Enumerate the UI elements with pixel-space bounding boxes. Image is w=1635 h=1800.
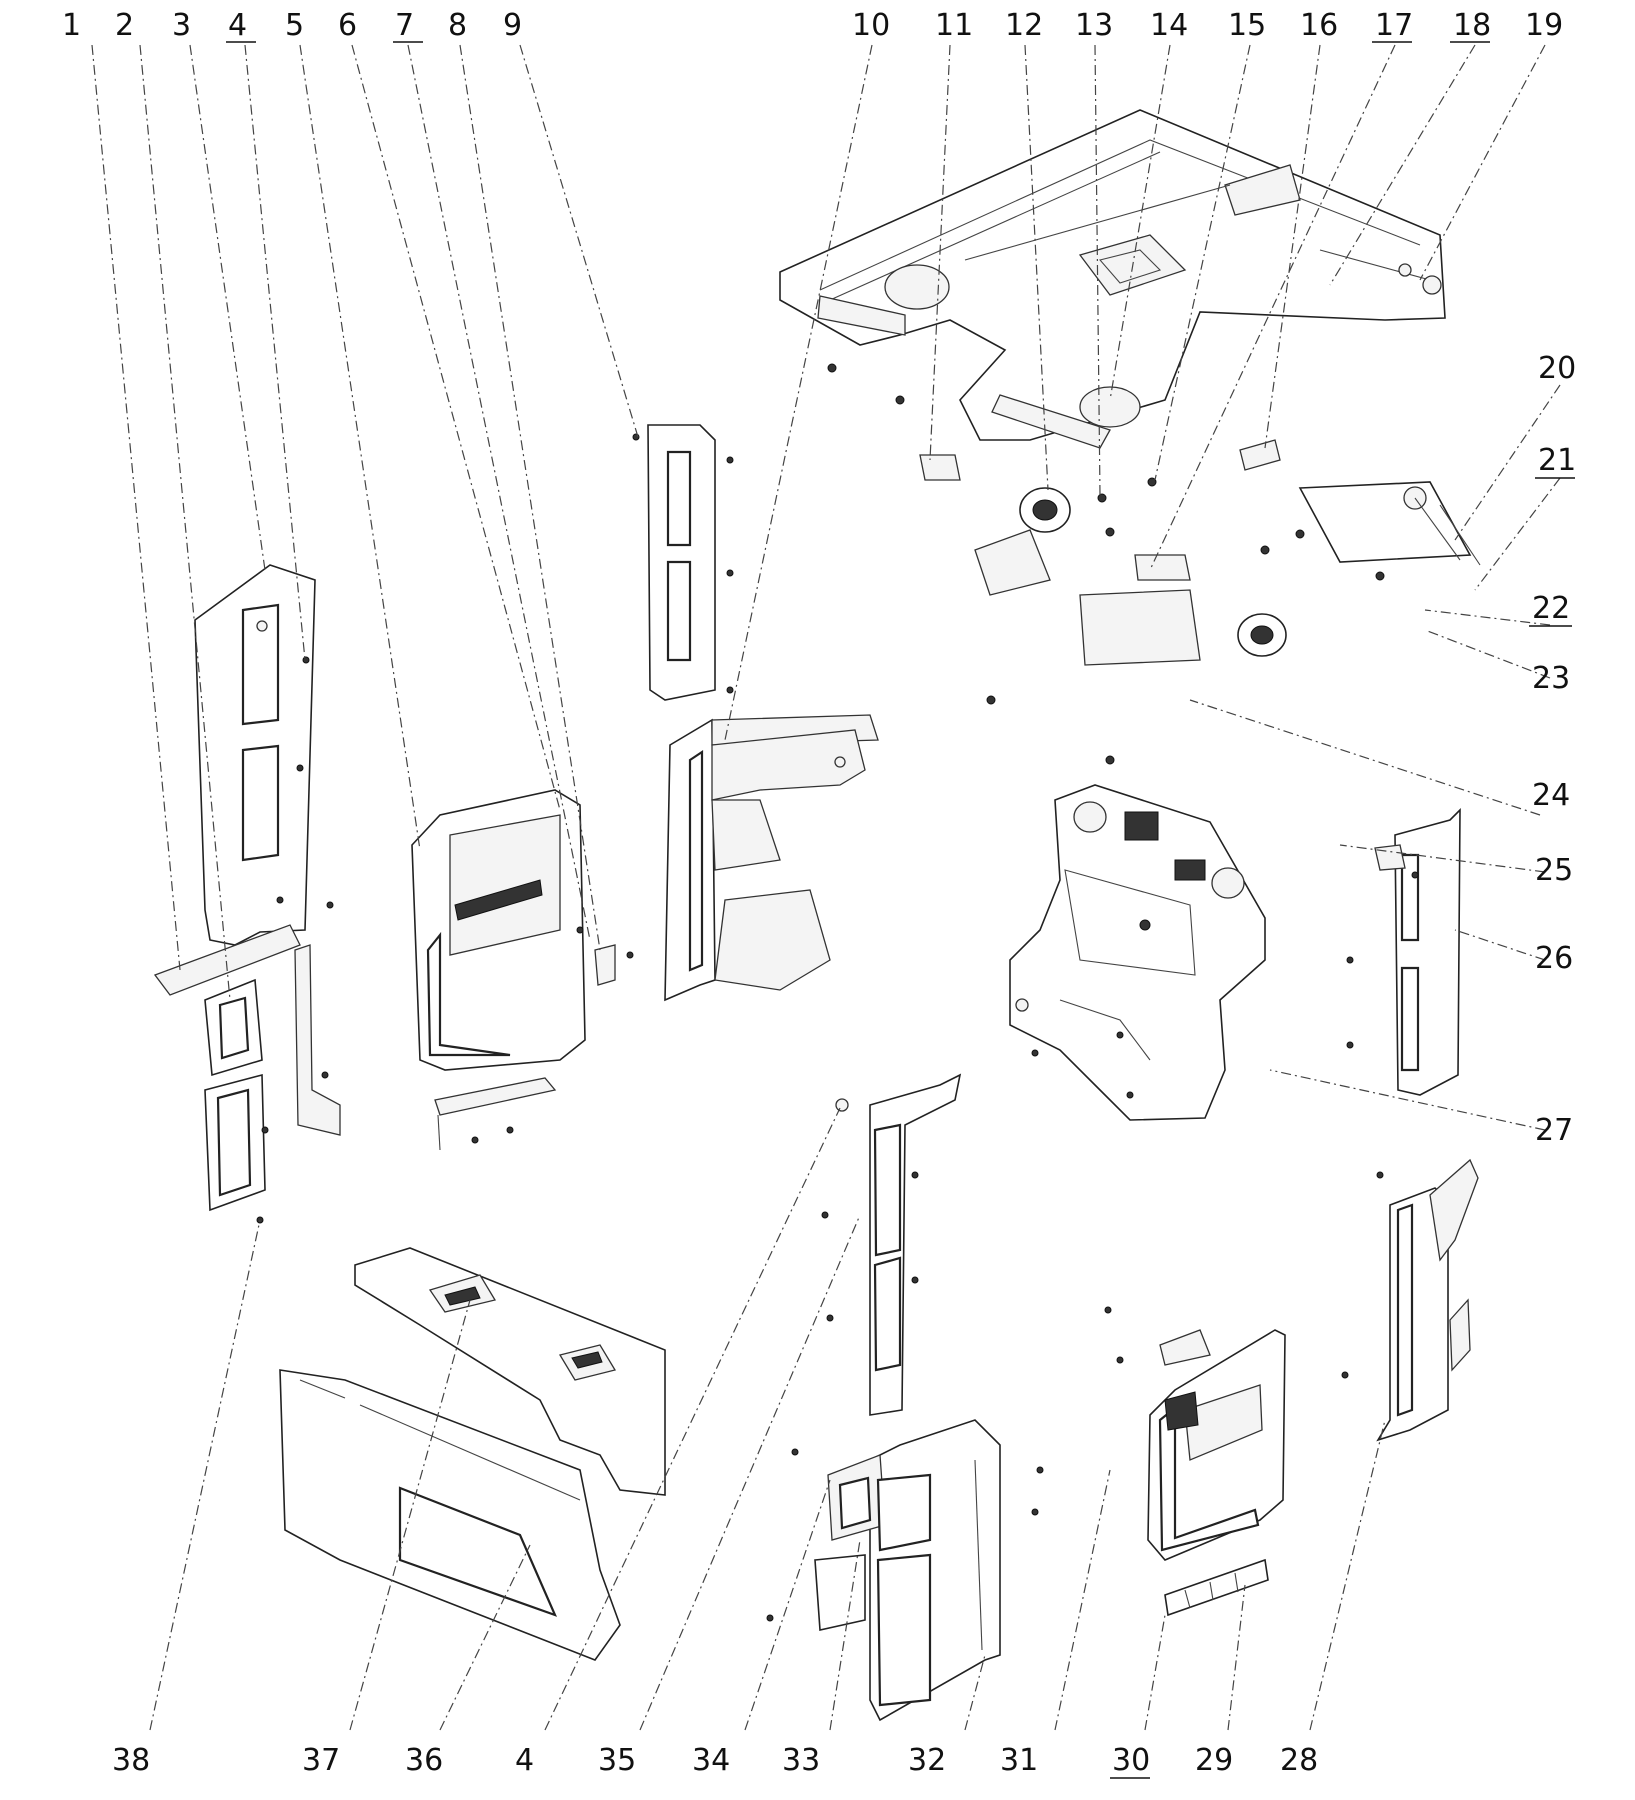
roof-headliner (779, 109, 1446, 449)
pillar-trim-upper-centre (632, 424, 734, 701)
dome-speaker-left (1019, 487, 1071, 533)
callout-22: 22 (1532, 591, 1570, 626)
callout-1: 1 (62, 8, 81, 43)
dome-speaker-right (1237, 613, 1287, 657)
callout-31: 31 (1000, 1743, 1038, 1778)
callout-33: 33 (782, 1743, 820, 1778)
callout-14: 14 (1150, 8, 1188, 43)
callout-38: 38 (112, 1743, 150, 1778)
callout-2: 2 (115, 8, 134, 43)
door-panel-right (1031, 1306, 1286, 1561)
roof-brackets (919, 439, 1281, 666)
callout-25: 25 (1535, 853, 1573, 888)
door-panel-left (411, 789, 634, 1071)
pillar-trim-lower-right (1341, 1158, 1479, 1442)
quarter-panel-lower-centre (766, 1419, 1001, 1722)
callout-8: 8 (448, 8, 467, 43)
callout-10: 10 (852, 8, 890, 43)
a-pillar-side-trim (664, 714, 879, 1002)
callout-32: 32 (908, 1743, 946, 1778)
callout-36: 36 (405, 1743, 443, 1778)
callout-3: 3 (172, 8, 191, 43)
door-sill-strip-left (434, 1077, 557, 1151)
door-sill-strip-right (1164, 1558, 1269, 1617)
callout-13: 13 (1075, 8, 1113, 43)
pillar-trim-lower-centre (821, 1073, 962, 1416)
sun-visor (1298, 481, 1481, 566)
callout-12: 12 (1005, 8, 1043, 43)
rear-cab-panel (1009, 784, 1266, 1121)
pillar-trim-upper-left (194, 564, 334, 946)
callout-24: 24 (1532, 778, 1570, 813)
callout-21: 21 (1538, 443, 1576, 478)
roof-fasteners (827, 363, 1385, 765)
callout-28: 28 (1280, 1743, 1318, 1778)
rear-wall-upper-trim (354, 1247, 666, 1496)
callout-35: 35 (598, 1743, 636, 1778)
callout-9: 9 (503, 8, 522, 43)
callout-17: 17 (1375, 8, 1413, 43)
callout-underlines (226, 41, 1575, 1779)
callout-7: 7 (395, 8, 414, 43)
callout-5: 5 (285, 8, 304, 43)
callout-numbers: 1 2 3 4 5 6 7 8 9 10 11 12 13 14 15 16 1… (62, 8, 1576, 1778)
callout-30: 30 (1112, 1743, 1150, 1778)
leader-lines (91, 44, 1561, 1731)
callout-26: 26 (1535, 941, 1573, 976)
callout-15: 15 (1228, 8, 1266, 43)
callout-34: 34 (692, 1743, 730, 1778)
callout-27: 27 (1535, 1113, 1573, 1148)
pillar-trim-upper-right (1346, 808, 1461, 1096)
callout-20: 20 (1538, 351, 1576, 386)
callout-29: 29 (1195, 1743, 1233, 1778)
rear-wall-main-panel (279, 1369, 621, 1661)
callout-23: 23 (1532, 661, 1570, 696)
callout-18: 18 (1453, 8, 1491, 43)
callout-11: 11 (935, 8, 973, 43)
callout-16: 16 (1300, 8, 1338, 43)
callout-4-bottom: 4 (515, 1743, 534, 1778)
callout-19: 19 (1525, 8, 1563, 43)
lower-left-trim (153, 924, 341, 1224)
callout-4: 4 (228, 8, 247, 43)
callout-37: 37 (302, 1743, 340, 1778)
callout-6: 6 (338, 8, 357, 43)
